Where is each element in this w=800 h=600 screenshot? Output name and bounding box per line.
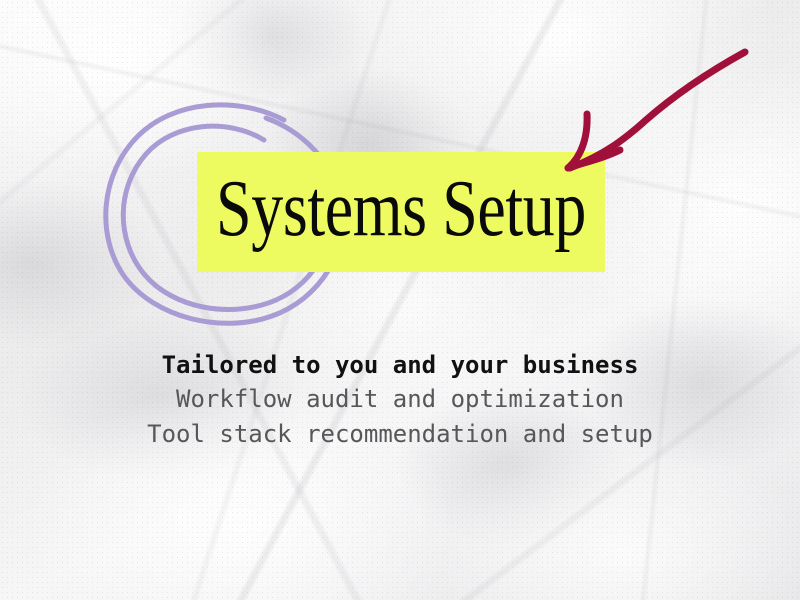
subtitle-headline: Tailored to you and your business [161, 351, 639, 379]
page-title: Systems Setup [216, 165, 586, 253]
subtitle-detail-1: Workflow audit and optimization [176, 385, 624, 413]
title-block: Systems Setup [197, 152, 605, 272]
subtitle-detail-2: Tool stack recommendation and setup [147, 420, 653, 448]
curved-arrow-icon [540, 40, 780, 185]
subtitle-block: Tailored to you and your business Workfl… [0, 348, 800, 452]
title-highlight-box [197, 152, 605, 272]
